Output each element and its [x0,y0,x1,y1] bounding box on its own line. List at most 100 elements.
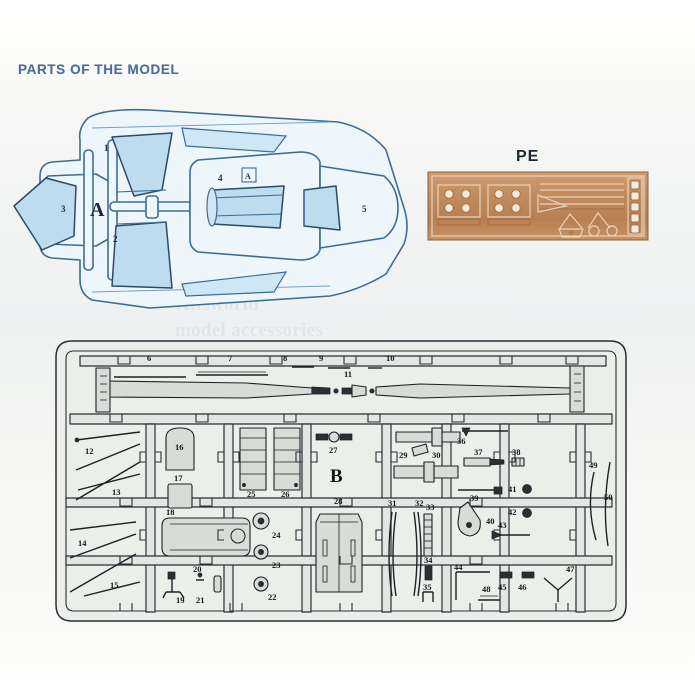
part-b-14-label: 14 [78,538,87,548]
cell-parts-29-30: 29 30 [393,427,461,483]
runner-mid-bar-1 [69,413,613,425]
part-b-44-label: 44 [454,562,463,572]
part-b-19 [162,578,185,599]
part-b-15-label: 15 [110,580,119,590]
pe-ring-2 [606,225,618,237]
part-b-27-label: 27 [329,445,338,455]
part-b-barrel-right-head [569,365,585,413]
pe-fret-title: PE [516,148,540,165]
part-b-26-label: 26 [281,489,290,499]
runner-mid-notches [109,414,551,423]
part-a-upper-edge [181,127,288,153]
part-b-32 [417,511,422,597]
part-b-6-label: 6 [147,353,151,363]
part-b-29-label: 29 [399,450,408,460]
part-b-37-label: 37 [474,447,483,457]
part-b-16-label: 16 [175,442,184,452]
pe-ring-1 [588,225,600,237]
runner-node-center [145,195,159,219]
part-b-34-label: 34 [424,555,433,565]
part-b-12 [75,431,141,441]
part-b-25 [239,427,267,491]
part-b-22-label: 22 [268,592,277,602]
part-b-12b [75,443,141,471]
pe-fret-inner-border [431,175,645,237]
part-b-40-label: 40 [486,516,495,526]
part-b-49-label: 49 [589,460,598,470]
part-b-12-label: 12 [85,446,94,456]
part-b-17-label: 17 [174,473,183,483]
part-a-3-label: 3 [61,204,66,214]
part-b-21 [213,575,222,593]
part-b-30 [393,465,425,479]
part-b-18 [161,517,251,557]
part-b-50-label: 50 [604,492,613,502]
sprue-a-label: A [90,199,105,221]
part-b-44 [455,571,490,600]
part-b-11-collar [351,384,367,398]
part-a-4-label: 4 [218,173,223,183]
pe-bracket-2 [587,211,611,229]
part-a-1-label: 1 [104,143,109,153]
part-a-2 [111,221,173,289]
cell-part-18: 18 [161,507,251,557]
part-b-25-label: 25 [247,489,256,499]
cell-parts-25-26: 25 26 [239,427,301,499]
part-b-35-label: 35 [423,582,432,592]
cell-parts-16-17: 16 17 [165,427,195,509]
part-b-33-label: 33 [426,502,435,512]
cell-parts-44-48: 44 45 46 48 47 [454,562,575,602]
part-b-47-label: 47 [566,564,575,574]
part-b-14b [69,533,137,559]
part-b-11-label: 11 [344,369,352,379]
part-b-21-label: 21 [196,595,205,605]
part-b-14 [69,521,137,531]
sprue-b-group: 6 7 8 9 10 11 [55,340,627,622]
part-b-15b [83,581,141,597]
part-b-36-label: 36 [457,436,466,446]
part-b-15 [69,553,137,593]
sprue-a-group: 3 1 2 4 5 A A [13,108,408,309]
part-b-29 [395,431,433,443]
sprue-b-inner-frame-line [65,350,617,612]
part-b-7-label: 7 [228,353,233,363]
part-b-48-label: 48 [482,584,491,594]
runner-notch-details [119,451,592,612]
part-b-8-label: 8 [283,353,287,363]
pe-wedge-left [537,194,569,213]
cell-parts-19-21: 19 20 21 [162,564,222,605]
part-b-46-label: 46 [518,582,527,592]
cell-parts-39-43: 39 41 42 40 43 [457,484,532,540]
part-b-13b [77,473,141,491]
part-b-34 [424,565,433,581]
pe-fret-group [427,171,649,241]
part-b-40 [457,501,481,537]
part-b-50 [604,461,611,547]
part-b-9-label: 9 [319,353,323,363]
part-b-13-label: 13 [112,487,121,497]
part-b-42-label: 42 [508,507,517,517]
runner-top-notches [117,356,579,365]
part-b-49 [589,471,597,541]
part-b-30-small [411,443,429,457]
cell-parts-12-15: 12 13 14 15 [69,431,141,597]
part-b-17 [167,483,193,509]
cell-parts-31-35: 31 32 33 34 35 [388,498,435,602]
pe-bucket-part [558,228,584,238]
part-b-31 [388,511,393,597]
part-a-2-label: 2 [113,234,118,244]
part-b-47 [543,577,573,602]
part-a-5-label: 5 [362,204,367,214]
part-b-35 [422,591,434,602]
pe-bracket-1 [559,213,583,229]
part-b-37 [463,457,491,467]
part-b-23-label: 23 [272,560,281,570]
part-b-13 [75,461,141,501]
part-a-3 [13,177,77,251]
part-b-41 [522,484,532,494]
part-b-24-label: 24 [272,530,281,540]
cell-part-27: 27 [315,431,353,455]
